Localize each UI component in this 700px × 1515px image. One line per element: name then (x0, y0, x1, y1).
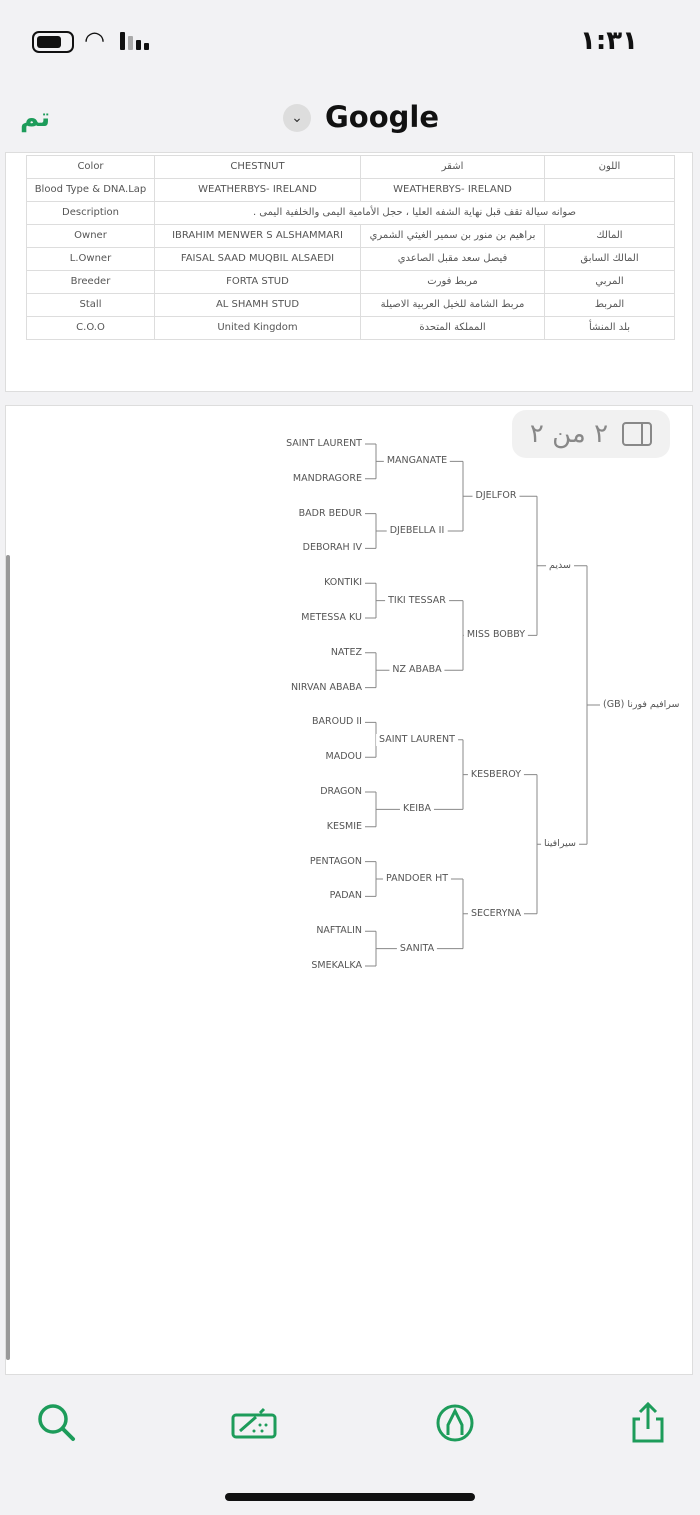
pedigree-name: DEBORAH IV (299, 542, 365, 555)
sidebar-icon (622, 422, 653, 446)
table-cell: المالك (544, 224, 675, 248)
nav-bar: تم (0, 95, 700, 145)
page-indicator-text: ٢ من ٢ (529, 419, 609, 449)
table-cell: FAISAL SAAD MUQBIL ALSAEDI (154, 247, 361, 271)
signal-icon (120, 32, 149, 50)
pedigree-name: MANDRAGORE (289, 472, 365, 485)
page-indicator: ٢ من ٢ (512, 410, 670, 458)
pedigree-name: سيرافينا (541, 838, 579, 851)
pedigree-name: سديم (546, 559, 574, 572)
table-cell: C.O.O (26, 316, 155, 340)
pedigree-name: MADOU (322, 751, 365, 764)
pedigree-name: DJEBELLA II (386, 525, 448, 537)
pedigree-name: MISS BOBBY (463, 629, 529, 642)
pedigree-name: NATEZ (327, 646, 365, 659)
pedigree-name: KONTIKI (321, 577, 365, 590)
table-cell: المالك السابق (544, 247, 675, 271)
share-icon[interactable] (626, 1401, 670, 1445)
table-cell: WEATHERBYS- IRELAND (154, 178, 361, 202)
pedigree-name: KESBEROY (467, 768, 525, 781)
pedigree-name: (GB) سرافيم فورنا (600, 699, 683, 711)
pedigree-name: SAINT LAURENT (283, 438, 365, 450)
document-page-2 (5, 405, 693, 1375)
pedigree-name: KESMIE (323, 820, 365, 833)
battery-icon (32, 31, 74, 53)
chevron-down-icon[interactable]: ⌄ (283, 104, 311, 132)
table-cell: اللون (544, 155, 675, 179)
pedigree-name: SECERYNA (467, 907, 525, 920)
table-cell: Color (26, 155, 155, 179)
table-cell: مربط الشامة للخيل العربية الاصيلة (360, 293, 545, 317)
pedigree-name: BAROUD II (309, 716, 365, 729)
table-cell: Owner (26, 224, 155, 248)
table-cell: Breeder (26, 270, 155, 294)
table-cell: المملكة المتحدة (360, 316, 545, 340)
markup-pen-icon[interactable] (433, 1401, 477, 1445)
home-indicator[interactable] (225, 1493, 475, 1501)
pedigree-name: SAINT LAURENT (376, 733, 458, 746)
pedigree-name: NZ ABABA (389, 664, 445, 677)
pedigree-name: BADR BEDUR (295, 507, 365, 520)
pedigree-name: MANGANATE (383, 455, 451, 468)
pedigree-name: PANDOER HT (382, 873, 452, 885)
table-cell: L.Owner (26, 247, 155, 271)
pedigree-name: PADAN (326, 890, 365, 903)
table-cell: Stall (26, 293, 155, 317)
pedigree-name: TIKI TESSAR (385, 594, 449, 607)
table-cell: المربي (544, 270, 675, 294)
pedigree-name: DRAGON (317, 786, 365, 798)
pedigree-name: NAFTALIN (313, 925, 365, 938)
table-cell: CHESTNUT (154, 155, 361, 179)
table-cell: بلد المنشأ (544, 316, 675, 340)
search-icon[interactable] (35, 1401, 79, 1445)
table-cell: WEATHERBYS- IRELAND (360, 178, 545, 202)
table-cell: صوانه سيالة تقف قبل نهاية الشفه العليا ،… (154, 201, 675, 225)
pedigree-name: DJELFOR (472, 490, 520, 503)
table-cell (544, 178, 675, 202)
document-title[interactable]: Google (325, 100, 440, 134)
table-cell: براهيم بن منور بن سمير الغيثي الشمري (360, 224, 545, 248)
table-cell: اشقر (360, 155, 545, 179)
bottom-toolbar (0, 1385, 700, 1465)
table-cell: United Kingdom (154, 316, 361, 340)
table-cell: AL SHAMH STUD (154, 293, 361, 317)
status-bar: ◠ ١:٣١ (0, 0, 700, 80)
pedigree-name: SMEKALKA (308, 960, 365, 972)
pedigree-name: SANITA (396, 942, 438, 955)
table-cell: المربط (544, 293, 675, 317)
scrollbar[interactable] (6, 555, 10, 1360)
pedigree-name: PENTAGON (306, 855, 365, 868)
table-cell: FORTA STUD (154, 270, 361, 294)
table-cell: مربط فورت (360, 270, 545, 294)
done-button[interactable]: تم (20, 103, 51, 133)
pedigree-name: KEIBA (399, 803, 435, 816)
pedigree-name: NIRVAN ABABA (287, 681, 365, 694)
annotate-icon[interactable] (230, 1401, 278, 1445)
table-cell: فيصل سعد مقبل الصاعدي (360, 247, 545, 271)
wifi-icon: ◠ (84, 26, 105, 54)
table-cell: Description (26, 201, 155, 225)
pedigree-name: METESSA KU (298, 612, 365, 624)
clock: ١:٣١ (579, 26, 638, 56)
table-cell: IBRAHIM MENWER S ALSHAMMARI (154, 224, 361, 248)
table-cell: Blood Type & DNA.Lap (26, 178, 155, 202)
